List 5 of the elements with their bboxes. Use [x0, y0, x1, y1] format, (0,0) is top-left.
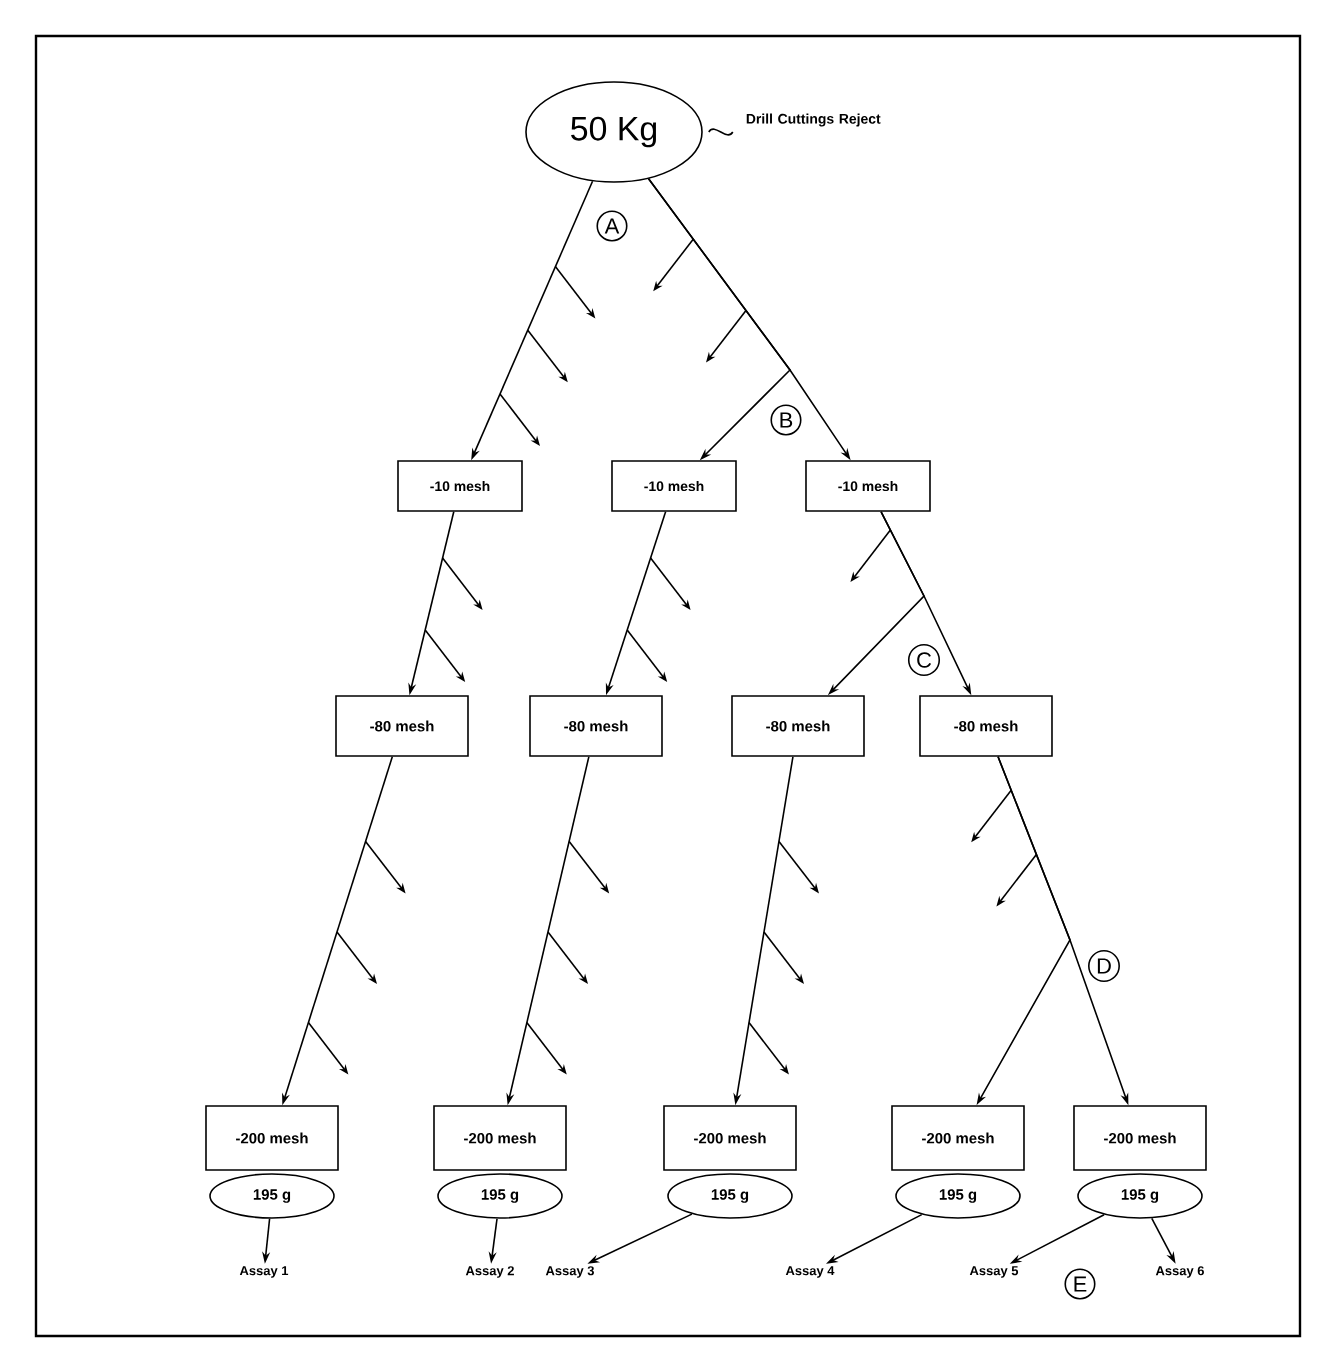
circled-letter: A	[596, 210, 628, 242]
circled-letter: B	[770, 404, 802, 436]
circled-letter: D	[1088, 950, 1120, 982]
circled-letter: C	[907, 643, 941, 677]
circled-letter: E	[1064, 1268, 1096, 1300]
